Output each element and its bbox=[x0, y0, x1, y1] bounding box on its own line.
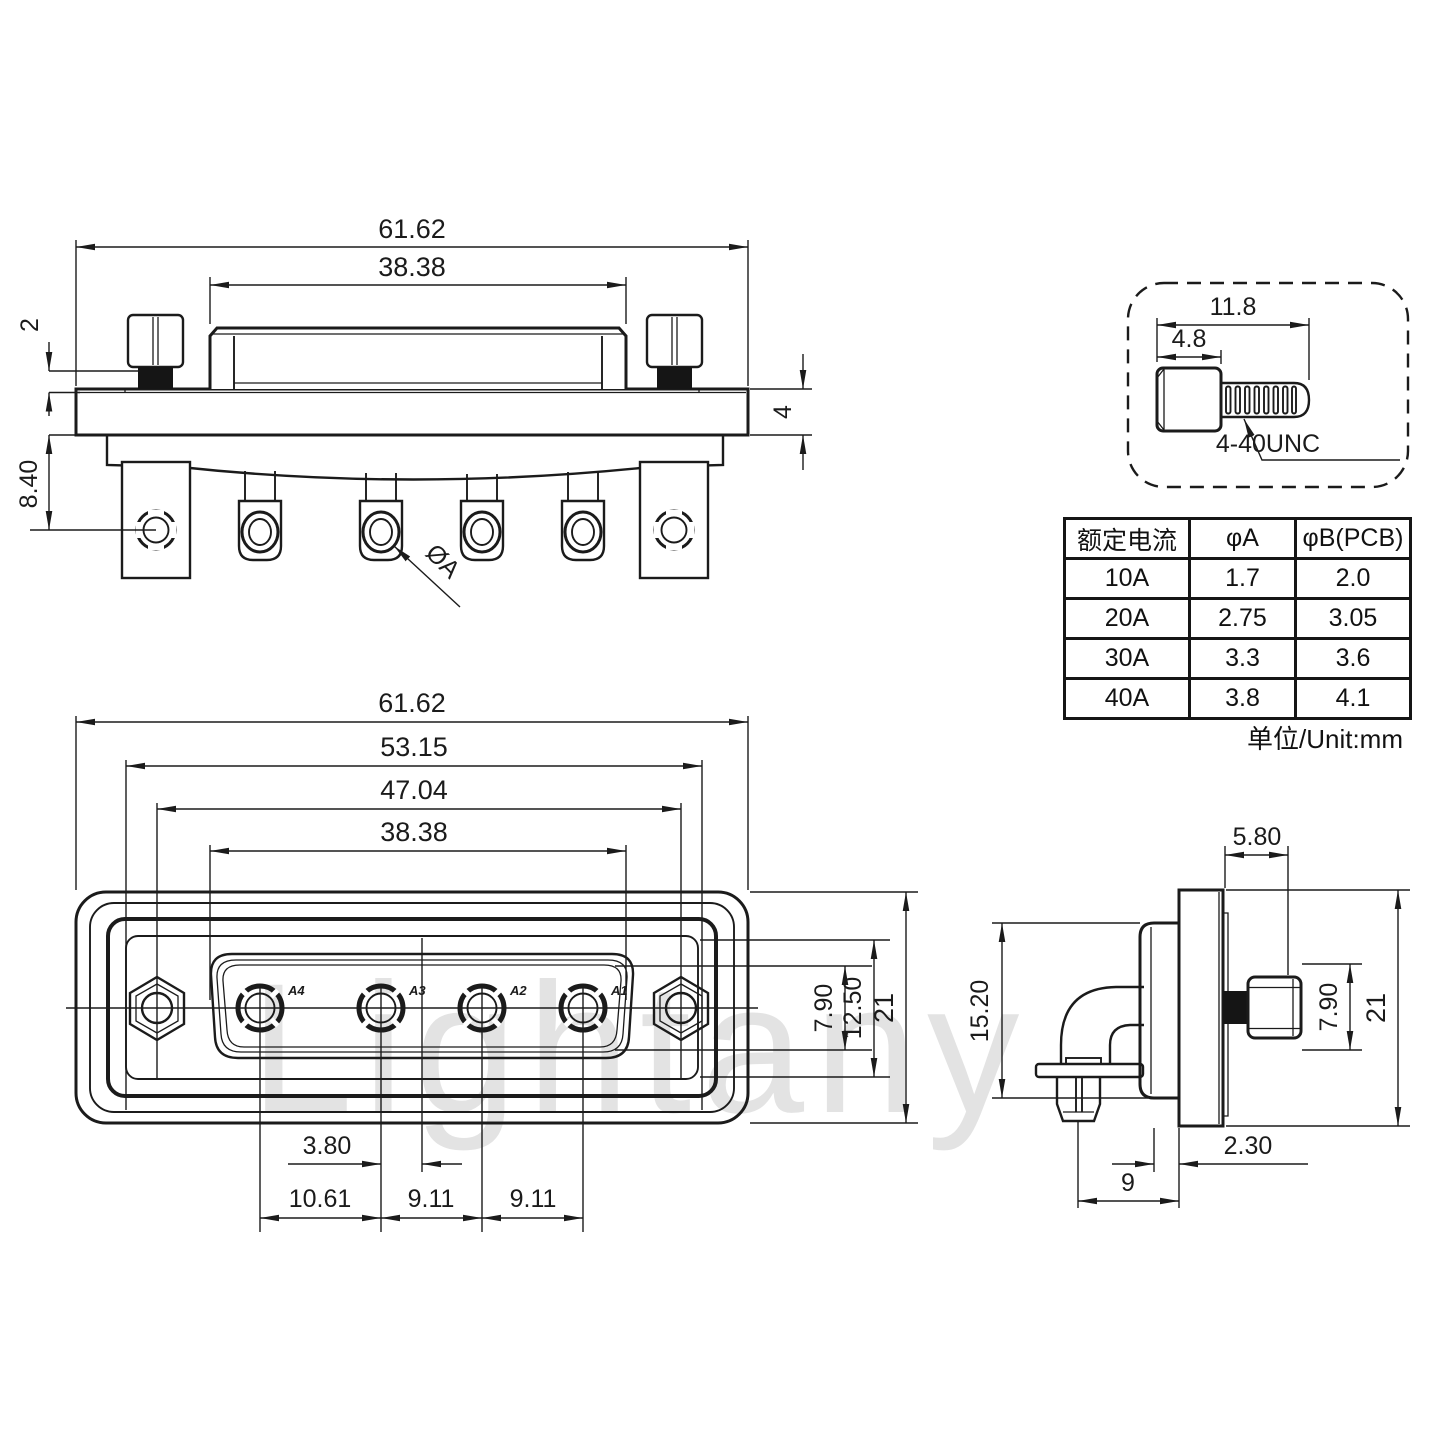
shroud bbox=[208, 326, 628, 389]
dim-front-pin-pitch-1: 10.61 bbox=[289, 1185, 352, 1213]
spec-cell: 40A bbox=[1063, 677, 1191, 720]
detail-boundary-box bbox=[1126, 281, 1410, 489]
spec-row-10a: 10A 1.7 2.0 bbox=[1063, 557, 1412, 600]
spec-cell: 2.75 bbox=[1188, 597, 1297, 640]
face-ring2 bbox=[89, 902, 735, 1113]
spec-cell: 10A bbox=[1063, 557, 1191, 600]
pin-label-a1: A1 bbox=[610, 983, 628, 998]
spec-cell: 3.8 bbox=[1188, 677, 1297, 720]
face-inner-panel bbox=[125, 935, 699, 1080]
spec-table-header-row: 额定电流 φA φB(PCB) bbox=[1063, 517, 1412, 560]
hex-nut-left bbox=[128, 975, 186, 1042]
dim-top-screw-standoff: 2 bbox=[16, 318, 44, 332]
spec-cell: 3.3 bbox=[1188, 637, 1297, 680]
dim-front-overall-height: 21 bbox=[869, 993, 899, 1023]
watermark-text: Lightany bbox=[250, 946, 1029, 1152]
dim-side-pin-setback: 9 bbox=[1121, 1169, 1135, 1197]
dim-top-tail-length: 8.40 bbox=[15, 460, 43, 509]
face-gasket bbox=[106, 917, 718, 1098]
solder-tabs bbox=[237, 471, 606, 562]
dim-screw-head-length: 4.8 bbox=[1172, 325, 1207, 353]
dim-front-insert-height: 12.50 bbox=[839, 977, 867, 1040]
dim-side-overall-height: 21 bbox=[1361, 993, 1391, 1023]
side-view: 5.80 15.20 7.90 21 2.30 9 bbox=[966, 823, 1410, 1208]
dim-front-shell-width: 38.38 bbox=[380, 817, 448, 847]
dim-front-center-offset: 3.80 bbox=[303, 1132, 352, 1160]
screw-detail: 11.8 4.8 4-40UNC bbox=[1126, 281, 1410, 489]
spec-table: 额定电流 φA φB(PCB) 10A 1.7 2.0 20A 2.75 3.0… bbox=[1063, 517, 1412, 720]
label-pin-diameter: ØA bbox=[420, 539, 466, 585]
flange bbox=[74, 387, 750, 437]
dim-top-shroud-width: 38.38 bbox=[378, 252, 446, 282]
spec-header-rated-current: 额定电流 bbox=[1063, 517, 1191, 560]
d-shell bbox=[209, 952, 635, 1060]
spec-cell: 3.6 bbox=[1294, 637, 1412, 680]
mounting-bracket-right bbox=[638, 460, 710, 580]
thumbscrew-left bbox=[126, 313, 185, 389]
dim-side-panel-gap: 2.30 bbox=[1224, 1132, 1273, 1160]
spec-cell: 2.0 bbox=[1294, 557, 1412, 600]
dim-top-flange-thickness: 4 bbox=[769, 405, 797, 419]
mounting-bracket-left bbox=[120, 460, 192, 580]
spec-header-dia-b-pcb: φB(PCB) bbox=[1294, 517, 1412, 560]
unit-note: 单位/Unit:mm bbox=[1246, 724, 1403, 754]
dim-front-mount-pitch: 47.04 bbox=[380, 775, 448, 805]
dim-front-body-width: 53.15 bbox=[380, 732, 448, 762]
pin-label-a2: A2 bbox=[509, 983, 527, 998]
dim-screw-total-length: 11.8 bbox=[1210, 293, 1257, 321]
spec-header-dia-a: φA bbox=[1188, 517, 1297, 560]
spec-cell: 20A bbox=[1063, 597, 1191, 640]
thumbscrew-right bbox=[645, 313, 704, 389]
dim-top-overall-width: 61.62 bbox=[378, 214, 446, 244]
spec-cell: 30A bbox=[1063, 637, 1191, 680]
front-view: 61.62 53.15 47.04 38.38 bbox=[66, 688, 918, 1232]
spec-row-30a: 30A 3.3 3.6 bbox=[1063, 637, 1412, 680]
hex-nut-right bbox=[652, 975, 710, 1042]
top-view: 61.62 38.38 bbox=[15, 214, 812, 608]
pin-label-a3: A3 bbox=[408, 983, 426, 998]
dim-side-body-height: 15.20 bbox=[966, 980, 994, 1043]
dim-front-shell-height: 7.90 bbox=[810, 984, 838, 1033]
power-contacts: A4 A3 A2 A1 bbox=[235, 983, 628, 1033]
label-thread-spec: 4-40UNC bbox=[1216, 430, 1320, 458]
dim-front-pin-pitch-3: 9.11 bbox=[510, 1185, 557, 1213]
dim-front-overall-width: 61.62 bbox=[378, 688, 446, 718]
pin-label-a4: A4 bbox=[287, 983, 305, 998]
spec-cell: 1.7 bbox=[1188, 557, 1297, 600]
face-outer bbox=[74, 890, 750, 1125]
dim-side-head-depth: 5.80 bbox=[1233, 823, 1282, 851]
spec-cell: 3.05 bbox=[1294, 597, 1412, 640]
spec-row-20a: 20A 2.75 3.05 bbox=[1063, 597, 1412, 640]
spec-cell: 4.1 bbox=[1294, 677, 1412, 720]
spec-row-40a: 40A 3.8 4.1 bbox=[1063, 677, 1412, 720]
dim-front-pin-pitch-2: 9.11 bbox=[408, 1185, 455, 1213]
dim-side-screw-height: 7.90 bbox=[1315, 983, 1343, 1032]
